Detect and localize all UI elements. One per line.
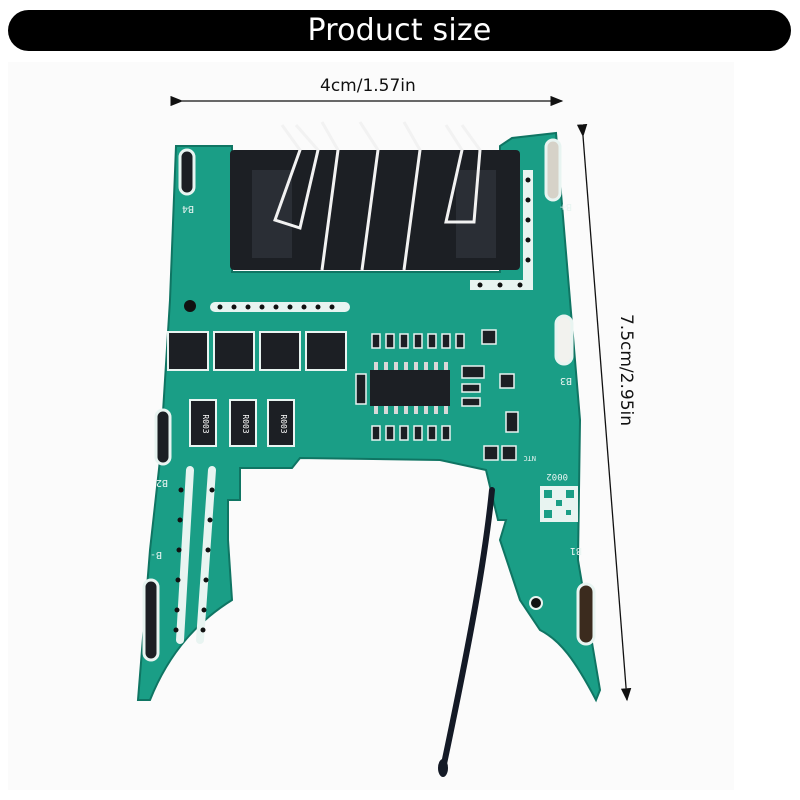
resistor-marking-3: R003 — [279, 414, 288, 433]
control-ic — [370, 362, 450, 414]
label-b2: B2 — [156, 477, 168, 488]
resistor-marking-1: R003 — [201, 414, 210, 433]
ntc-thermistor-wire — [438, 487, 495, 777]
lower-left-traces — [173, 466, 216, 644]
qr-code — [540, 486, 578, 522]
label-b4: B4 — [182, 203, 194, 214]
resistor-marking-2: R003 — [241, 414, 250, 433]
product-size-banner: Product size — [8, 10, 791, 51]
spring-contacts — [273, 121, 482, 271]
label-ntc: NTC — [523, 454, 536, 462]
terminal-slot-b-minus — [142, 578, 160, 662]
terminal-slot-b1 — [576, 582, 596, 646]
battery-connector-housing — [230, 150, 520, 270]
via-rows — [184, 300, 350, 312]
terminal-slot-b-plus — [544, 138, 562, 202]
silkscreen-labels: B4 B+ B3 B2 B- B1 0002 NTC — [150, 201, 582, 560]
smd-components — [355, 329, 519, 461]
label-b-plus: B+ — [560, 201, 572, 212]
height-dimension-label: 7.5cm/2.95in — [616, 313, 636, 427]
terminal-slot-b4 — [178, 148, 196, 196]
mounting-hole — [529, 596, 543, 610]
shunt-resistors: R003 R003 R003 — [189, 399, 295, 447]
mosfet-array — [167, 331, 347, 371]
banner-title: Product size — [307, 13, 492, 48]
label-b-minus: B- — [150, 549, 162, 560]
label-b1: B1 — [570, 545, 582, 556]
width-dimension-label: 4cm/1.57in — [320, 76, 416, 96]
label-board-code: 0002 — [546, 471, 568, 481]
terminal-slot-b3 — [554, 314, 574, 366]
upper-right-traces — [470, 170, 533, 290]
terminal-slot-b2 — [154, 408, 172, 466]
label-b3: B3 — [560, 375, 572, 386]
height-dimension-arrow — [576, 123, 632, 702]
